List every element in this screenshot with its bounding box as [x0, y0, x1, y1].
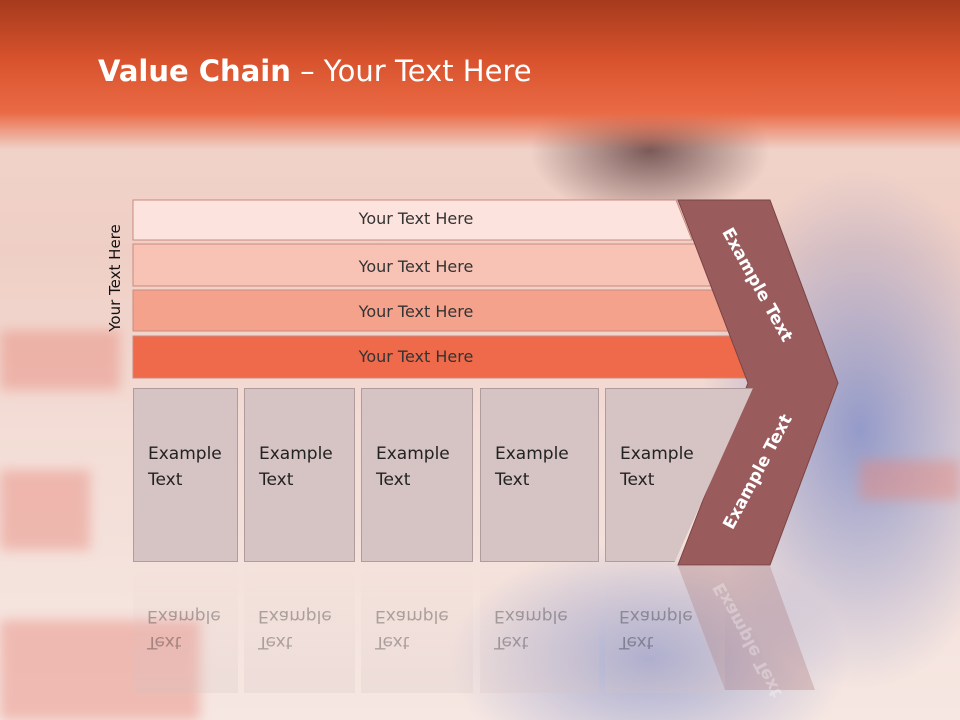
- box-text-line1: Example: [376, 444, 450, 464]
- box-text-line2: Text: [619, 632, 654, 652]
- box-text-line2: Text: [259, 470, 294, 490]
- chevron-arrow: [677, 199, 839, 566]
- chevron-reflection: [678, 566, 815, 690]
- box-reflection: Text Example: [244, 563, 355, 693]
- background-blur-block: [0, 330, 120, 390]
- box-reflection: Text Example: [133, 563, 238, 693]
- box-text-line2: Text: [375, 632, 410, 652]
- title-rest: – Your Text Here: [290, 54, 532, 88]
- box-text-line1: Example: [375, 606, 449, 626]
- row-shape-1: [132, 199, 693, 241]
- row-label-3: Your Text Here: [358, 302, 474, 321]
- box-text-line2: Text: [148, 470, 183, 490]
- box-text-line1: Example: [259, 444, 333, 464]
- row-label-2: Your Text Here: [358, 257, 474, 276]
- box-text-line2: Text: [147, 632, 182, 652]
- box-text-line2: Text: [495, 470, 530, 490]
- box-text-line1: Example: [494, 606, 568, 626]
- box-text-line1: Example: [619, 606, 693, 626]
- box-text-line2: Text: [620, 470, 655, 490]
- box-text-line2: Text: [494, 632, 529, 652]
- box-text-line2: Text: [258, 632, 293, 652]
- box-reflection: Text Example: [361, 563, 473, 693]
- row-label-4: Your Text Here: [358, 347, 474, 366]
- box-reflection: Text Example: [605, 563, 725, 693]
- box-text-line1: Example: [147, 606, 221, 626]
- background-blur-block: [0, 470, 90, 550]
- header-band: [0, 0, 960, 150]
- box-reflection: Text Example: [480, 563, 599, 693]
- box-text-line2: Text: [376, 470, 411, 490]
- row-label-1: Your Text Here: [358, 209, 474, 228]
- box-text-line1: Example: [620, 444, 694, 464]
- background-blur-block: [0, 620, 200, 720]
- box-text-line1: Example: [258, 606, 332, 626]
- page-title: Value Chain – Your Text Here: [98, 54, 532, 88]
- box-text-line1: Example: [148, 444, 222, 464]
- title-bold: Value Chain: [98, 54, 291, 88]
- box-text-line1: Example: [495, 444, 569, 464]
- background-blur-block: [860, 460, 960, 500]
